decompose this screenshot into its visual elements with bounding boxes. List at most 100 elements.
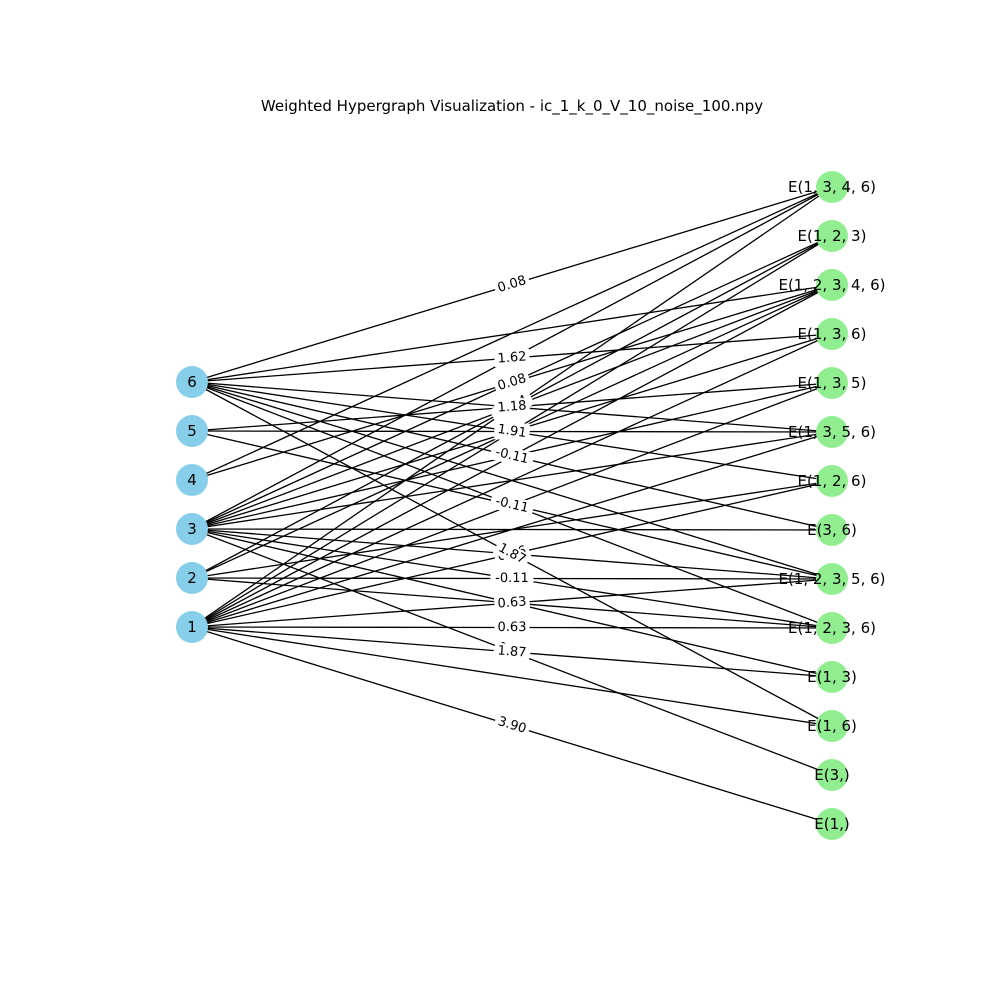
hyperedge-label: E(3,) — [814, 766, 850, 784]
hyperedge-node-e-3-6: E(3, 6) — [807, 514, 857, 546]
hyperedge-node-e-1-3-6: E(1, 3, 6) — [798, 318, 867, 350]
hyperedge-node-e-1-3-5: E(1, 3, 5) — [798, 367, 867, 399]
hyperedge-circle — [816, 514, 848, 546]
weight-label-background — [493, 642, 531, 662]
hyperedge-label: E(1, 2, 3, 4, 6) — [778, 276, 885, 294]
weight-label-text: 0.63 — [497, 594, 527, 611]
vertex-label: 3 — [187, 520, 197, 538]
hyperedge-circle — [816, 367, 848, 399]
weight-label-background — [493, 593, 531, 613]
vertex-node-5: 5 — [176, 415, 208, 447]
edge-1-to-e-1-6 — [191, 626, 833, 727]
hyperedge-label: E(1, 3, 6) — [798, 325, 867, 343]
weight-label-text: -0.11 — [495, 571, 529, 586]
hyperedge-node-e-1-6: E(1, 6) — [807, 710, 857, 742]
weight-label-1: 0.08 — [492, 271, 532, 298]
weight-label-background — [493, 397, 531, 417]
hyperedge-circle — [816, 563, 848, 595]
hyperedge-node-e-1-2-3-4-6: E(1, 2, 3, 4, 6) — [778, 269, 886, 301]
weight-label-background — [489, 443, 535, 469]
hyperedge-label: E(1, 3, 5) — [798, 374, 867, 392]
hyperedge-node-e-1-2-6: E(1, 2, 6) — [798, 465, 867, 497]
weight-label-text: 1.18 — [497, 398, 527, 415]
weight-label-17: 3.90 — [492, 712, 532, 739]
weight-label-background — [493, 420, 531, 443]
weight-label-background — [492, 369, 532, 396]
hyperedge-node-e-3: E(3,) — [814, 759, 850, 791]
edge-6-to-e-1-2-3-5-6 — [191, 381, 833, 580]
hyperedge-label: E(1, 2, 3) — [798, 227, 867, 245]
figure-title: Weighted Hypergraph Visualization - ic_1… — [261, 97, 763, 116]
weight-label-9: -0.11 — [489, 492, 535, 518]
vertex-node-4: 4 — [176, 464, 208, 496]
vertex-label: 5 — [187, 422, 197, 440]
weight-label-13: 0.63 — [493, 593, 531, 613]
weight-label-text: 1.87 — [497, 643, 527, 660]
hyperedge-label: E(1, 2, 3, 6) — [788, 619, 876, 637]
weight-label-text: 1.62 — [497, 349, 527, 366]
vertex-circle — [176, 415, 208, 447]
weight-label-text: 0.63 — [498, 620, 527, 635]
vertex-circle — [176, 464, 208, 496]
weight-label-background — [492, 271, 532, 298]
hyperedge-label: E(1, 3, 4, 6) — [788, 178, 876, 196]
weight-label-background — [494, 619, 530, 636]
vertex-node-2: 2 — [176, 562, 208, 594]
hyperedge-circle — [816, 269, 848, 301]
weight-label-background — [493, 348, 531, 368]
weight-label-text: 1.91 — [497, 422, 528, 441]
hyperedge-node-e-1-3-5-6: E(1, 3, 5, 6) — [788, 416, 876, 448]
hyperedge-label: E(1, 6) — [807, 717, 857, 735]
hyperedge-circle — [816, 710, 848, 742]
vertex-label: 4 — [187, 471, 197, 489]
hyperedge-node-e-1-2-3-6: E(1, 2, 3, 6) — [788, 612, 876, 644]
edge-3-to-e-3-6 — [191, 528, 833, 531]
hyperedge-label: E(1, 3, 5, 6) — [788, 423, 876, 441]
edge-6-to-e-1-2-3-4-6 — [191, 284, 833, 383]
weight-label-14: 0.63 — [494, 619, 530, 636]
hyperedge-circle — [816, 759, 848, 791]
weight-labels-layer: 0.080.081.62-0.041.180.511.91-0.11-0.110… — [489, 271, 535, 739]
vertex-node-1: 1 — [176, 611, 208, 643]
hyperedge-circle — [816, 416, 848, 448]
hyperedge-label: E(1, 2, 3, 5, 6) — [778, 570, 885, 588]
vertex-circle — [176, 611, 208, 643]
vertices-layer: 6 5 4 3 2 1 — [176, 366, 208, 643]
weight-label-text: -0.11 — [494, 445, 530, 467]
vertex-label: 6 — [187, 373, 197, 391]
weight-label-text: -0.11 — [494, 494, 530, 516]
hyperedge-circle — [816, 661, 848, 693]
weight-label-background — [490, 570, 534, 587]
hyperedge-label: E(3, 6) — [807, 521, 857, 539]
vertex-node-3: 3 — [176, 513, 208, 545]
hyperedge-circle — [816, 220, 848, 252]
hyperedge-circle — [816, 171, 848, 203]
weight-label-12: -0.11 — [490, 570, 534, 587]
weight-label-background — [492, 712, 532, 739]
vertex-circle — [176, 562, 208, 594]
hyperedge-node-e-1: E(1,) — [814, 808, 850, 840]
hyperedge-circle — [816, 465, 848, 497]
hyperedges-layer: E(1, 3, 4, 6) E(1, 2, 3) E(1, 2, 3, 4, 6) E… — [778, 171, 886, 840]
weight-label-8: -0.11 — [489, 443, 535, 469]
hyperedge-node-e-1-3: E(1, 3) — [807, 661, 857, 693]
weight-label-5: 1.18 — [493, 397, 531, 417]
weight-label-7: 1.91 — [493, 420, 531, 443]
weight-label-background — [489, 492, 535, 518]
hyperedge-node-e-1-2-3: E(1, 2, 3) — [798, 220, 867, 252]
vertex-node-6: 6 — [176, 366, 208, 398]
hyperedge-circle — [816, 612, 848, 644]
vertex-label: 2 — [187, 569, 197, 587]
vertex-circle — [176, 366, 208, 398]
hyperedge-label: E(1, 3) — [807, 668, 857, 686]
vertex-label: 1 — [187, 618, 197, 636]
weight-label-3: 1.62 — [493, 348, 531, 368]
weight-label-16: 1.87 — [493, 642, 531, 662]
hyperedge-label: E(1,) — [814, 815, 850, 833]
hyperedge-node-e-1-2-3-5-6: E(1, 2, 3, 5, 6) — [778, 563, 886, 595]
weight-label-background — [492, 538, 532, 570]
vertex-circle — [176, 513, 208, 545]
hyperedge-circle — [816, 808, 848, 840]
hyperedge-label: E(1, 2, 6) — [798, 472, 867, 490]
